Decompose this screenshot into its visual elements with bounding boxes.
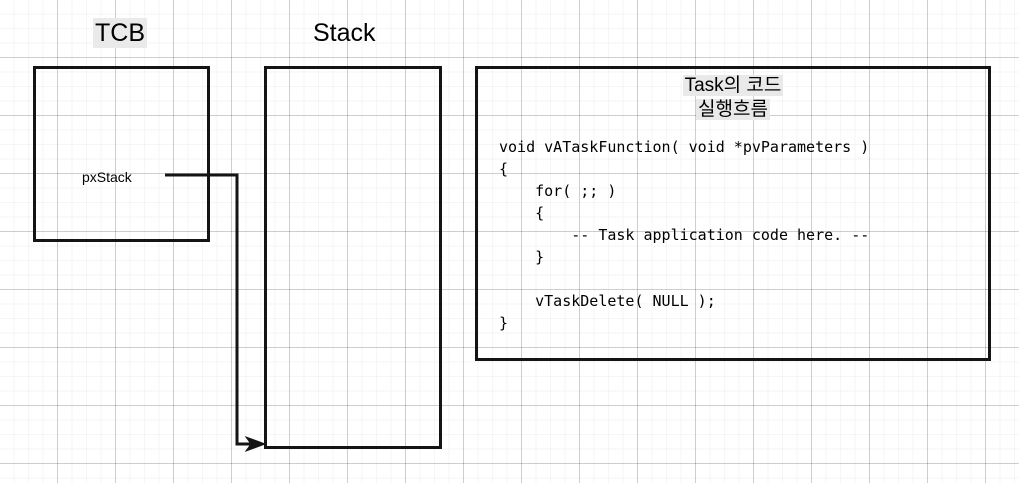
tcb-box (33, 66, 210, 242)
code-panel-title-line2: 실행흐름 (696, 99, 770, 120)
code-panel-box (475, 66, 991, 361)
code-panel-source: void vATaskFunction( void *pvParameters … (499, 138, 870, 332)
code-panel-title: Task의 코드 실행흐름 (475, 74, 991, 122)
code-panel-title-line1: Task의 코드 (682, 75, 784, 96)
stack-box (264, 66, 442, 449)
column-title-stack-text: Stack (313, 19, 376, 47)
column-title-stack: Stack (313, 21, 376, 46)
pxstack-field-label: pxStack (82, 169, 132, 185)
column-title-tcb: TCB (93, 18, 147, 48)
column-title-tcb-text: TCB (93, 18, 147, 48)
connector-arrowhead-icon (244, 435, 267, 453)
